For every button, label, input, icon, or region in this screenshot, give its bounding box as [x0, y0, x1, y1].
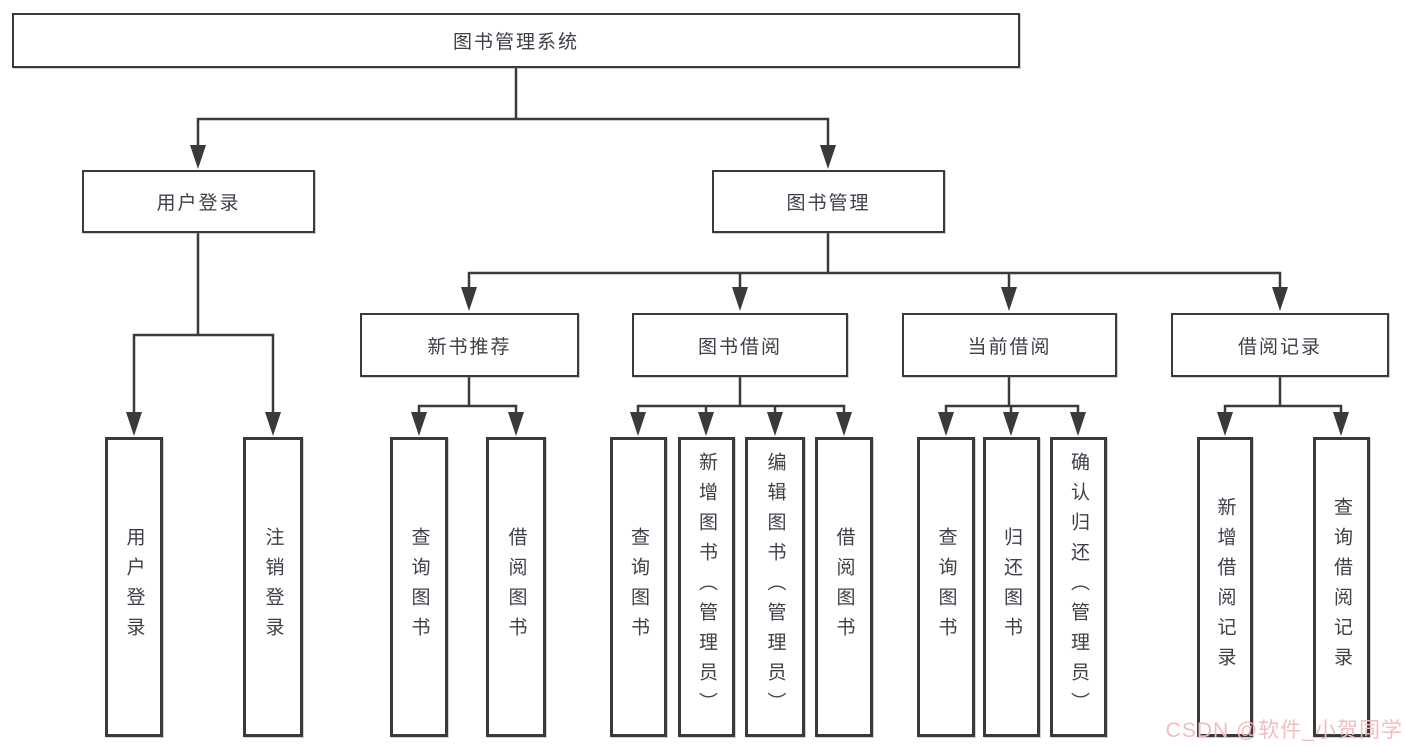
node-label: 归还图书: [1001, 527, 1022, 647]
node-label: 查询图书: [935, 527, 957, 647]
node-label: 图书借阅: [697, 336, 782, 358]
node-label: 新增图书（管理员）: [696, 452, 717, 722]
node-confirm-return-admin: 确认归还（管理员）: [1050, 437, 1107, 737]
node-label: 借阅图书: [833, 527, 855, 647]
node-add-books-admin: 新增图书（管理员）: [678, 437, 735, 737]
node-query-books-current: 查询图书: [917, 437, 975, 737]
node-label: 查询图书: [628, 527, 649, 647]
node-current-borrowing: 当前借阅: [902, 313, 1117, 377]
node-add-borrowing-record: 新增借阅记录: [1197, 437, 1253, 737]
node-new-book-recommendation: 新书推荐: [360, 313, 579, 377]
node-user-login-leaf: 用户登录: [105, 437, 163, 737]
node-borrow-books-recommendation: 借阅图书: [486, 437, 546, 737]
node-label: 借阅记录: [1237, 336, 1322, 358]
node-library-management-system: 图书管理系统: [12, 13, 1020, 68]
node-label: 当前借阅: [967, 336, 1052, 358]
node-label: 图书管理: [786, 193, 871, 214]
node-borrow-books-leaf: 借阅图书: [815, 437, 873, 737]
node-label: 图书管理系统: [452, 32, 579, 53]
node-label: 确认归还（管理员）: [1068, 452, 1089, 722]
node-label: 借阅图书: [505, 527, 527, 647]
node-edit-books-admin: 编辑图书（管理员）: [745, 437, 805, 737]
node-book-management-branch: 图书管理: [712, 170, 945, 233]
node-label: 用户登录: [156, 193, 241, 214]
node-label: 编辑图书（管理员）: [764, 452, 786, 722]
node-query-borrowing-record: 查询借阅记录: [1313, 437, 1370, 737]
node-label: 新书推荐: [427, 336, 512, 358]
node-return-books: 归还图书: [983, 437, 1040, 737]
node-label: 用户登录: [123, 527, 145, 647]
node-query-books-recommendation: 查询图书: [390, 437, 448, 737]
node-logout-leaf: 注销登录: [243, 437, 303, 737]
node-borrowing-records: 借阅记录: [1171, 313, 1389, 377]
node-label: 查询借阅记录: [1331, 497, 1352, 677]
node-user-login-branch: 用户登录: [82, 170, 315, 233]
node-label: 查询图书: [408, 527, 430, 647]
node-query-books-borrowing: 查询图书: [610, 437, 667, 737]
node-label: 注销登录: [262, 527, 284, 647]
node-label: 新增借阅记录: [1214, 497, 1236, 677]
node-book-borrowing: 图书借阅: [632, 313, 848, 377]
